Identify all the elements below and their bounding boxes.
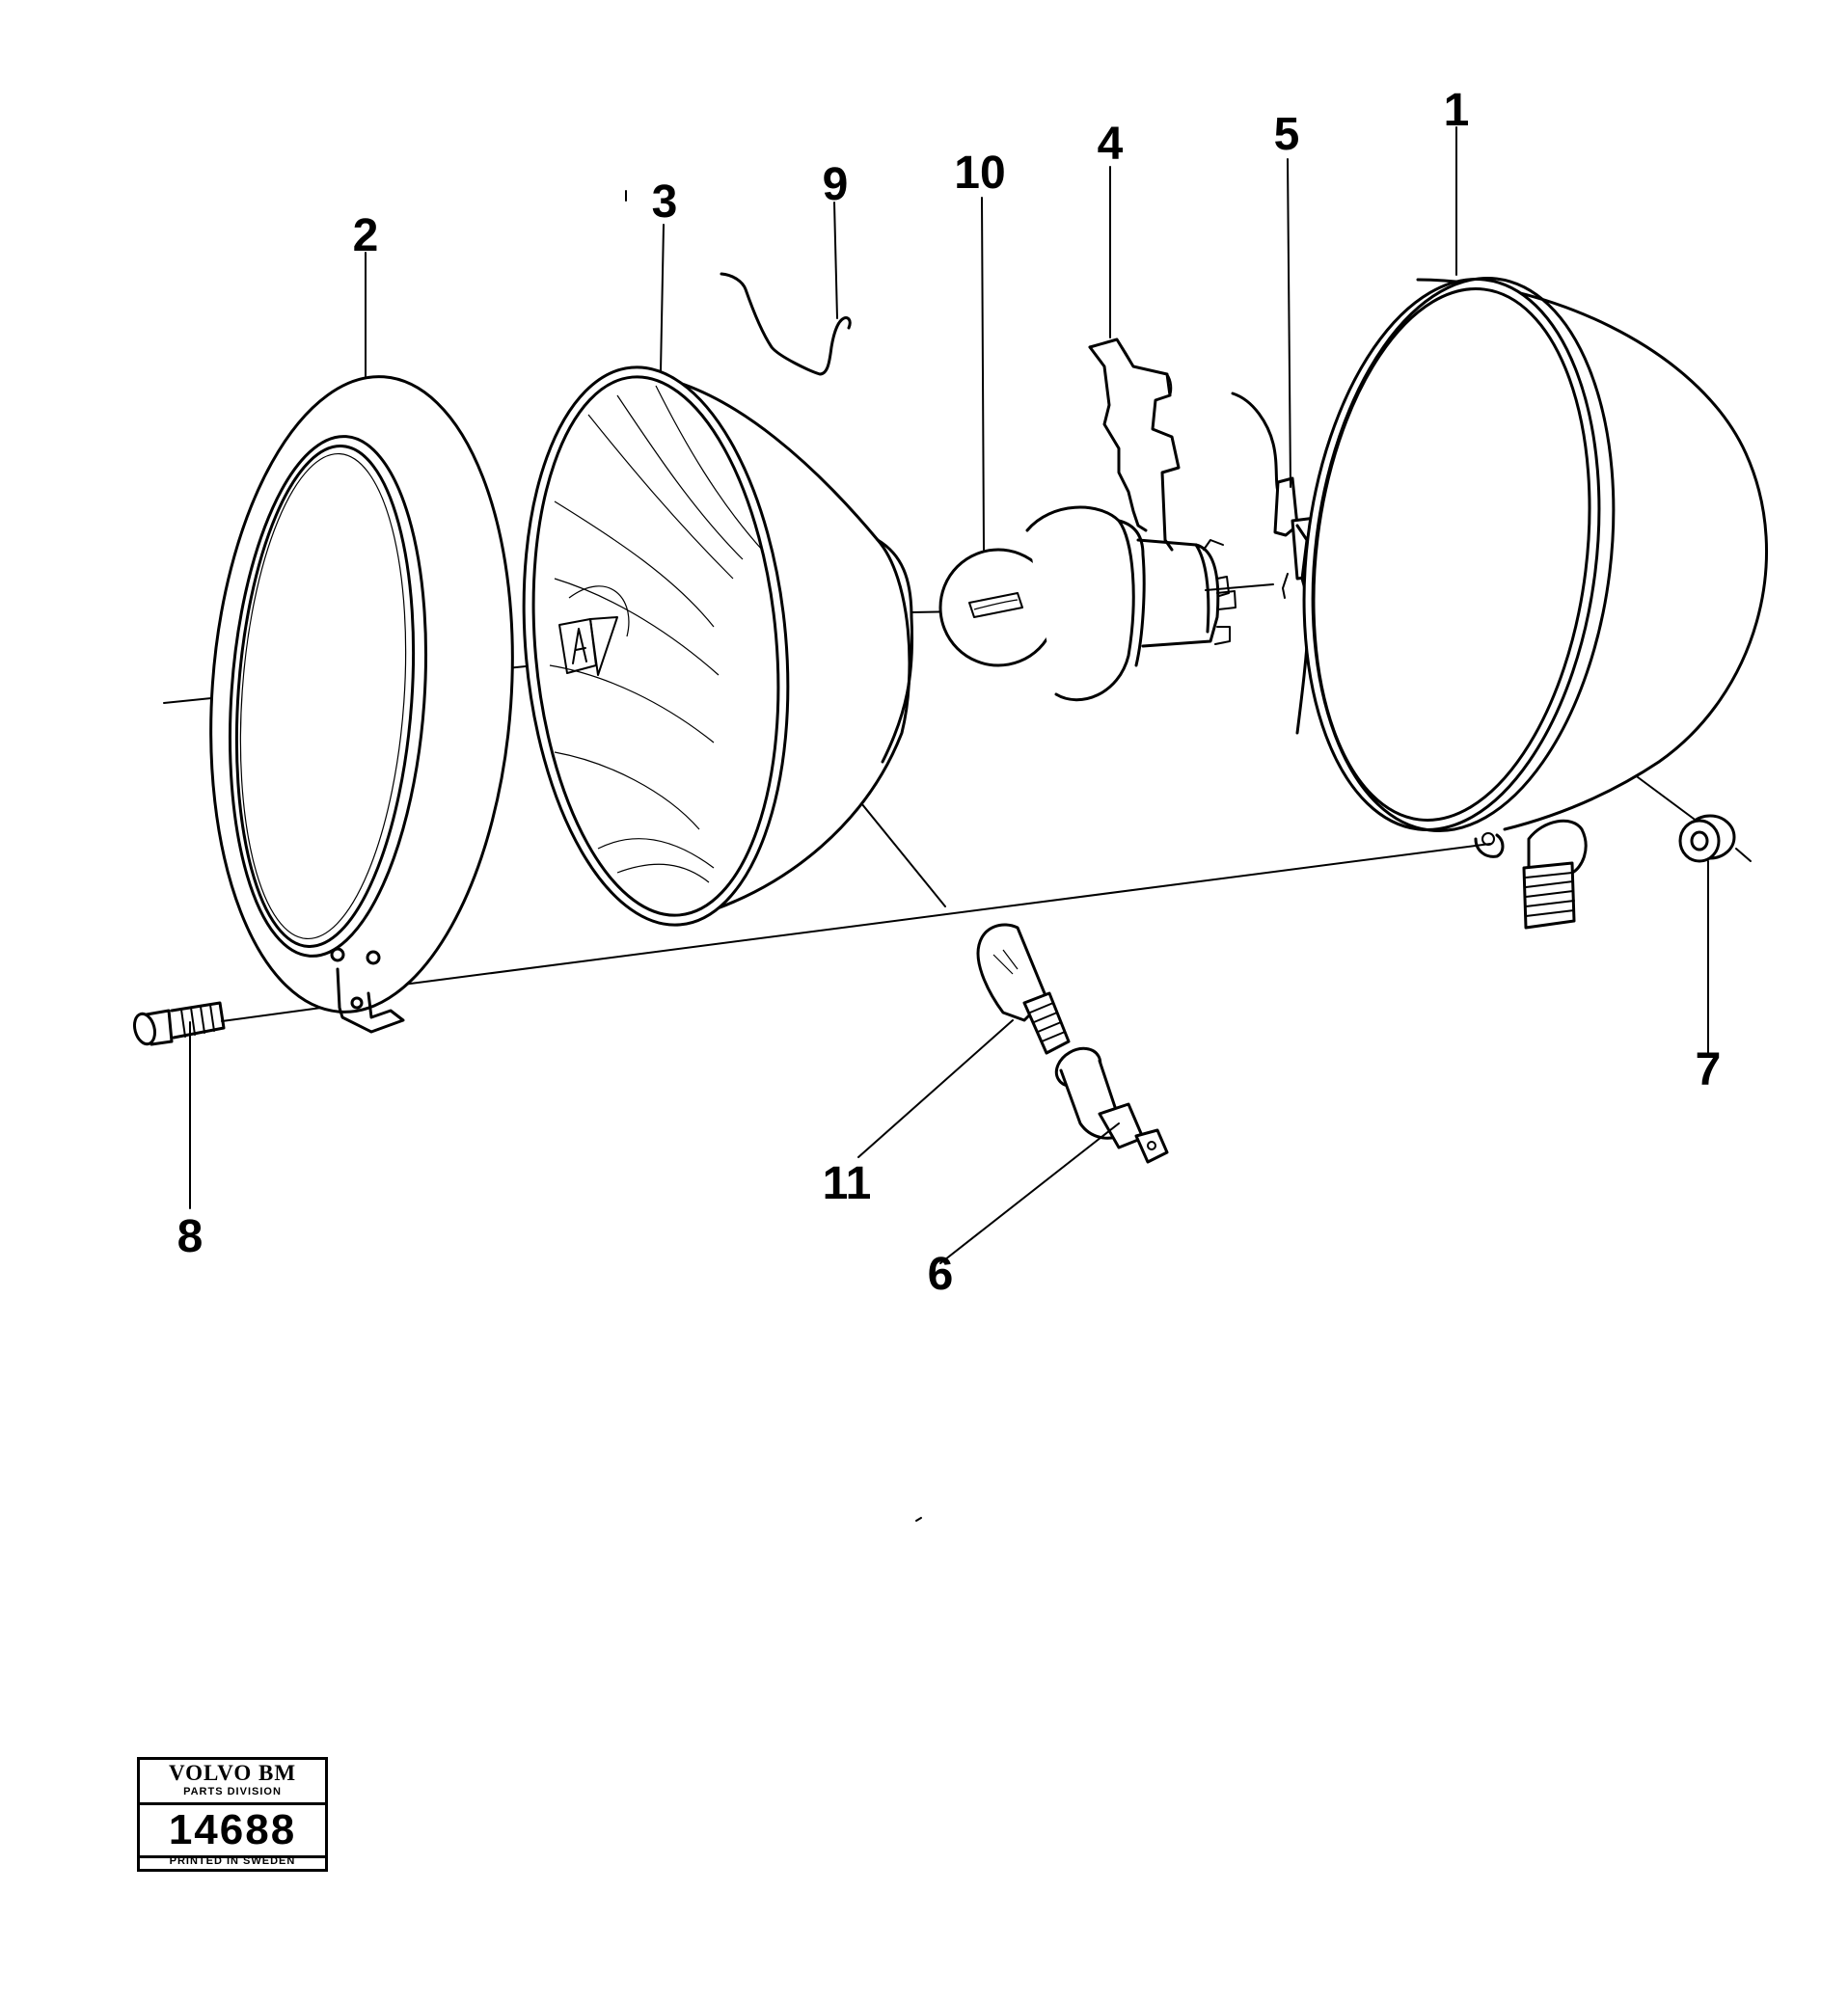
callout-6: 6 [928, 1249, 954, 1300]
callout-3: 3 [652, 176, 678, 228]
leader-lines [189, 126, 1709, 1264]
callout-9: 9 [823, 159, 849, 210]
badge-division: PARTS DIVISION [183, 1786, 282, 1797]
callout-1: 1 [1444, 85, 1470, 136]
badge-number: 14688 [140, 1802, 325, 1858]
main-bulb-part [938, 505, 1237, 702]
callout-2: 2 [353, 210, 379, 261]
callout-11: 11 [823, 1158, 872, 1209]
housing-part [1302, 277, 1769, 930]
bulb-holder-part [1054, 1046, 1169, 1164]
callout-8: 8 [177, 1211, 204, 1262]
spring-clip-part [1088, 338, 1181, 552]
reflector-lens-part [522, 365, 914, 927]
screw-part [132, 1001, 226, 1046]
parts-catalog-badge: VOLVO BM PARTS DIVISION 14688 PRINTED IN… [137, 1757, 328, 1872]
parking-bulb-part [976, 923, 1071, 1055]
callout-7: 7 [1696, 1044, 1722, 1095]
rim-part [209, 375, 514, 1034]
callout-4: 4 [1098, 119, 1124, 170]
scan-specks [625, 190, 922, 1522]
callout-5: 5 [1274, 109, 1300, 160]
callout-10: 10 [954, 148, 1005, 199]
badge-printed: PRINTED IN SWEDEN [169, 1855, 296, 1867]
retaining-wire-part [720, 272, 852, 376]
callout-labels: 1 2 3 4 5 6 7 8 9 10 11 [177, 85, 1722, 1300]
badge-brand: VOLVO BM [168, 1761, 297, 1785]
nut-part [1678, 814, 1736, 863]
